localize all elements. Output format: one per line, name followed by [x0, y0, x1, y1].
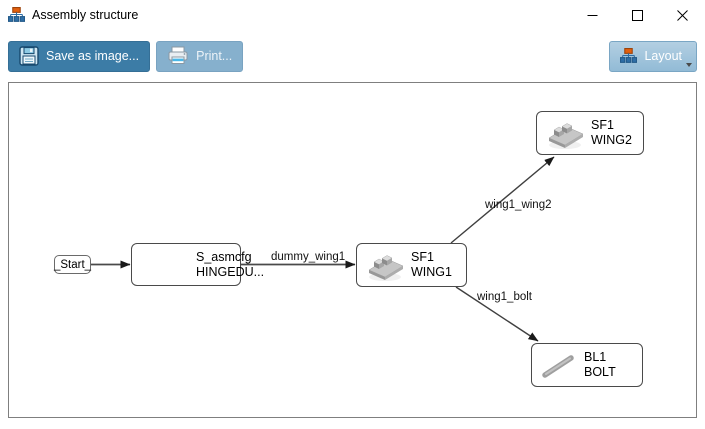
window-controls	[570, 0, 705, 30]
print-button[interactable]: Print...	[156, 40, 244, 72]
maximize-button[interactable]	[615, 0, 660, 30]
diagram-edges	[91, 156, 555, 342]
close-icon	[677, 9, 688, 21]
node-bolt-line2: BOLT	[584, 365, 616, 379]
hinge-part-icon	[365, 248, 405, 282]
edge-wing1-bolt	[455, 286, 539, 342]
node-wing2-line2: WING2	[591, 133, 632, 147]
bolt-part-icon	[540, 349, 576, 381]
node-wing2-line1: SF1	[591, 118, 614, 132]
layout-button[interactable]: Layout	[609, 40, 697, 72]
save-as-image-button[interactable]: Save as image...	[8, 40, 151, 72]
hinge-part-icon	[545, 116, 585, 150]
floppy-disk-icon	[19, 46, 39, 66]
node-sf1-wing2[interactable]: SF1 WING2	[536, 111, 644, 155]
node-bolt-line1: BL1	[584, 350, 607, 364]
node-sf1-wing1[interactable]: SF1 WING1	[356, 243, 467, 287]
window-title: Assembly structure	[32, 8, 139, 22]
node-asmcfg-line2: HINGEDU...	[196, 264, 265, 279]
node-s-asmcfg[interactable]: S_asmcfg HINGEDU...	[131, 243, 264, 286]
minimize-icon	[587, 14, 598, 16]
hierarchy-icon	[620, 48, 638, 64]
diagram-canvas[interactable]: _Start_ S_asmcfg HINGEDU...	[8, 82, 697, 418]
node-start[interactable]: _Start_	[54, 255, 91, 274]
minimize-button[interactable]	[570, 0, 615, 30]
hierarchy-icon	[8, 7, 25, 23]
edge-label-dummy-wing1: dummy_wing1	[271, 251, 346, 263]
node-bl1-bolt[interactable]: BL1 BOLT	[531, 343, 643, 387]
print-label: Print...	[196, 49, 233, 63]
toolbar: Save as image... Print...	[0, 30, 705, 82]
node-wing1-line2: WING1	[411, 265, 452, 279]
layout-label: Layout	[644, 49, 682, 63]
save-as-image-label: Save as image...	[46, 49, 140, 63]
close-button[interactable]	[660, 0, 705, 30]
edge-label-wing1-bolt: wing1_bolt	[477, 291, 532, 303]
title-bar[interactable]: Assembly structure	[0, 0, 705, 30]
printer-icon	[167, 46, 189, 66]
node-asmcfg-line1: S_asmcfg	[196, 249, 252, 264]
dropdown-arrow-icon	[686, 62, 692, 67]
maximize-icon	[632, 9, 643, 21]
edge-label-wing1-wing2: wing1_wing2	[485, 199, 552, 211]
node-start-label: _Start_	[53, 258, 92, 271]
edge-wing1-wing2	[450, 156, 555, 244]
node-wing1-line1: SF1	[411, 250, 434, 264]
